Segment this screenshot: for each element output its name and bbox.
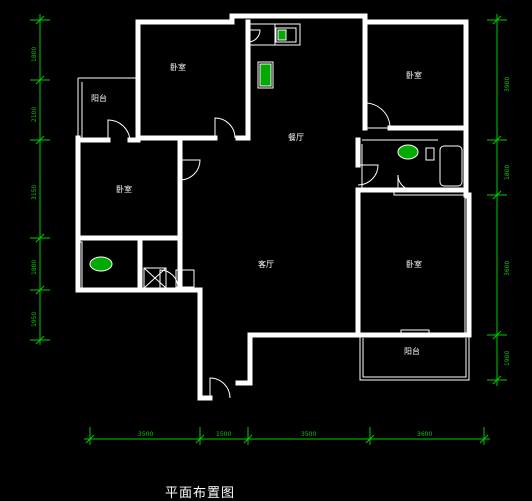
room-bedroom-top-left: 卧室: [170, 62, 186, 72]
dim-left-4: 1800: [31, 260, 38, 275]
room-balcony-bottom: 阳台: [404, 346, 420, 356]
shaft-icon: [143, 267, 167, 289]
dim-right-1: 3900: [504, 77, 511, 92]
room-labels: 卧室 卧室 阳台 餐厅 卧室 客厅 卧室 阳台: [91, 62, 422, 356]
dim-bottom-2: 1500: [216, 431, 231, 438]
dim-right-3: 3600: [504, 261, 511, 276]
bathtub-icon: [439, 145, 463, 187]
washer-icon: [89, 256, 113, 272]
stove-icon: [259, 63, 272, 87]
floor-plan: 卧室 卧室 阳台 餐厅 卧室 客厅 卧室 阳台 3500 1500 3500 3…: [30, 13, 511, 445]
fixtures: [89, 29, 463, 289]
dim-bottom-3: 3500: [301, 431, 316, 438]
room-bedroom-right: 卧室: [406, 259, 422, 269]
room-bedroom-left: 卧室: [116, 184, 132, 194]
dim-bottom-1: 3500: [138, 431, 153, 438]
dim-right-2: 1800: [504, 165, 511, 180]
dimension-bottom: 3500 1500 3500 3600: [84, 427, 490, 445]
dim-right-4: 1900: [504, 351, 511, 366]
washbasin-icon: [425, 147, 435, 161]
dim-left-1: 1800: [31, 47, 38, 62]
room-bedroom-top-right: 卧室: [406, 70, 422, 80]
dim-bottom-4: 3600: [417, 431, 432, 438]
room-balcony-left: 阳台: [91, 93, 107, 103]
sink-icon: [277, 29, 287, 41]
dimension-right: 3900 1800 3600 1900: [487, 14, 511, 386]
room-living: 客厅: [258, 259, 274, 269]
room-dining: 餐厅: [288, 133, 304, 142]
cabinet-icon: [175, 269, 195, 288]
doors: [107, 29, 414, 399]
windows: [75, 197, 472, 337]
dim-left-3: 3150: [31, 185, 38, 200]
drawing-title: 平面布置图: [165, 486, 236, 501]
toilet-icon: [397, 144, 419, 160]
dim-left-5: 1950: [31, 312, 38, 327]
dim-left-2: 2100: [31, 107, 38, 122]
dimension-left: 1800 2100 3150 1800 1950: [30, 14, 50, 345]
